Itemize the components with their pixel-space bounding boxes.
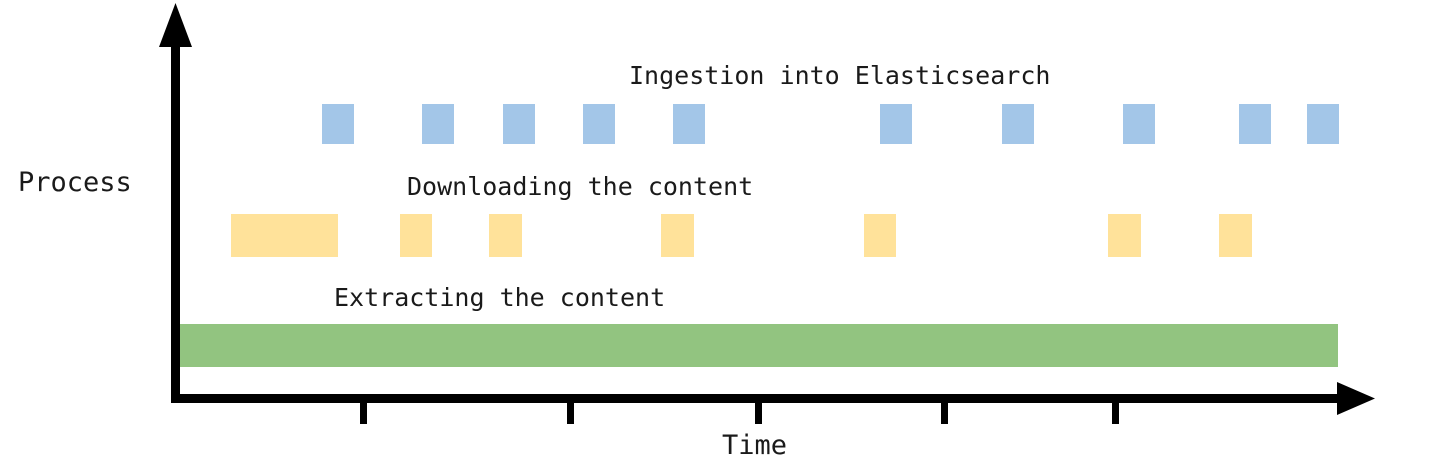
bar-segment-download-3 — [489, 214, 522, 257]
bar-segment-ingestion-5 — [673, 104, 705, 144]
bar-segment-ingestion-7 — [1002, 104, 1034, 144]
bar-segment-download-5 — [864, 214, 896, 257]
bar-segment-ingestion-9 — [1239, 104, 1271, 144]
lane-label-ingestion: Ingestion into Elasticsearch — [629, 61, 1051, 90]
bar-segment-ingestion-8 — [1123, 104, 1155, 144]
bar-segment-extract-1 — [180, 324, 1338, 367]
x-axis-arrowhead — [1337, 382, 1375, 415]
bar-segment-ingestion-2 — [422, 104, 454, 144]
y-axis-title: Process — [18, 167, 132, 198]
bar-segment-download-2 — [400, 214, 432, 257]
lane-label-extract: Extracting the content — [334, 283, 666, 312]
bar-segment-ingestion-6 — [880, 104, 912, 144]
bar-segment-download-6 — [1108, 214, 1141, 257]
bar-segment-download-7 — [1219, 214, 1252, 257]
bar-segment-download-4 — [661, 214, 694, 257]
bar-segment-download-1 — [231, 214, 338, 257]
x-axis-title: Time — [722, 430, 788, 461]
y-axis-arrowhead — [159, 3, 192, 47]
bar-segment-ingestion-4 — [583, 104, 615, 144]
bar-segment-ingestion-1 — [322, 104, 354, 144]
lane-label-download: Downloading the content — [407, 172, 754, 201]
bar-segment-ingestion-10 — [1307, 104, 1339, 144]
bar-segment-ingestion-3 — [503, 104, 535, 144]
